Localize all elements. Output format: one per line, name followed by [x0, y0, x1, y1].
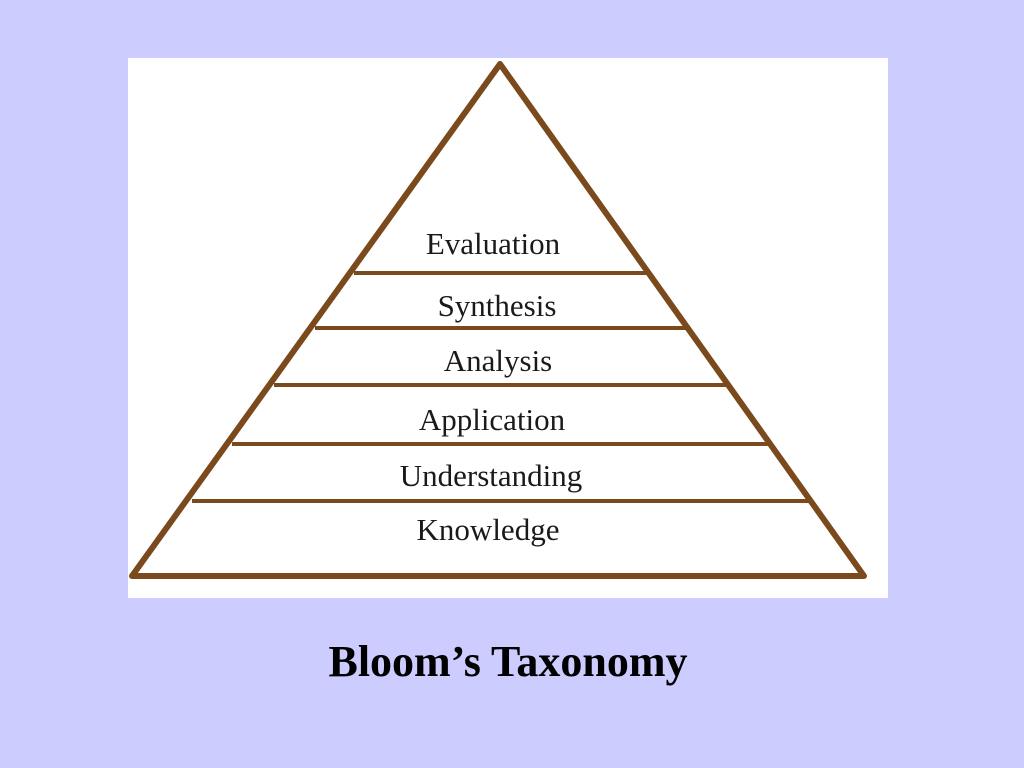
level-label-synthesis: Synthesis — [438, 288, 557, 323]
level-label-analysis: Analysis — [444, 343, 553, 378]
level-label-knowledge: Knowledge — [417, 512, 560, 547]
slide-title: Bloom’s Taxonomy — [328, 637, 688, 686]
level-label-application: Application — [419, 402, 566, 437]
pyramid-outline — [129, 61, 867, 579]
level-label-understanding: Understanding — [400, 458, 583, 493]
diagram-panel: Evaluation Synthesis Analysis Applicatio… — [128, 58, 888, 598]
level-label-evaluation: Evaluation — [426, 226, 561, 261]
pyramid-diagram: Evaluation Synthesis Analysis Applicatio… — [129, 61, 867, 579]
